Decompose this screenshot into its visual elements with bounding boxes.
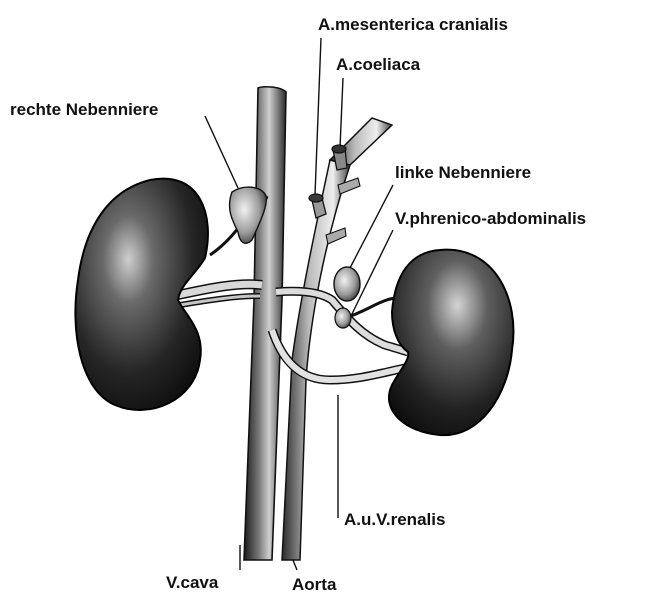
linke-nebenniere-shape bbox=[334, 267, 360, 301]
kidney-right bbox=[389, 250, 514, 435]
label-renalis: A.u.V.renalis bbox=[344, 510, 445, 529]
label-phrenico: V.phrenico-abdominalis bbox=[395, 209, 586, 228]
leader-linke-nebenniere bbox=[350, 185, 393, 268]
label-mesenterica: A.mesenterica cranialis bbox=[318, 15, 508, 34]
leader-mesenterica bbox=[315, 38, 321, 195]
leader-rechte-nebenniere bbox=[205, 116, 238, 188]
v-cava bbox=[244, 87, 286, 560]
label-vcava: V.cava bbox=[166, 573, 219, 592]
label-linke-nebenniere: linke Nebenniere bbox=[395, 163, 531, 182]
label-aorta: Aorta bbox=[292, 575, 337, 594]
label-rechte-nebenniere: rechte Nebenniere bbox=[10, 100, 158, 119]
leader-coeliaca bbox=[340, 78, 343, 148]
label-coeliaca: A.coeliaca bbox=[336, 55, 421, 74]
